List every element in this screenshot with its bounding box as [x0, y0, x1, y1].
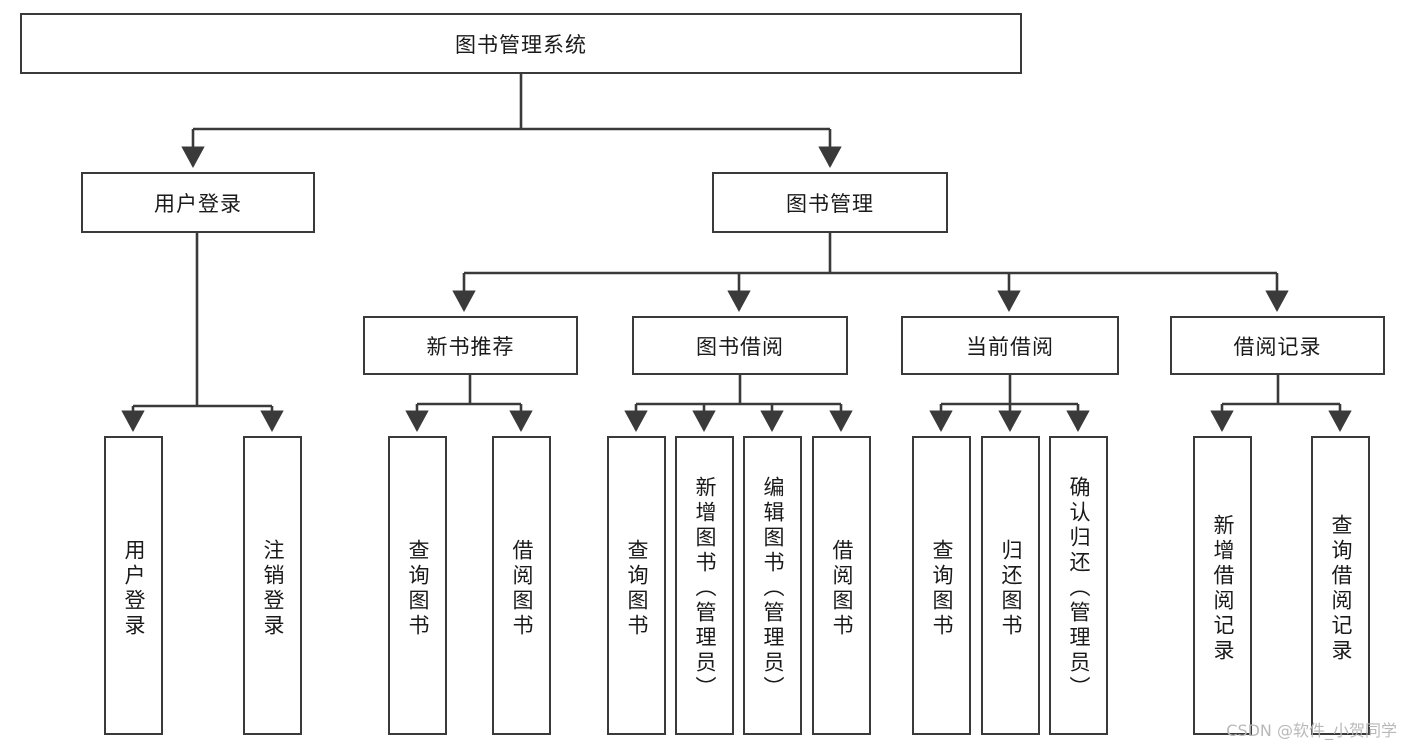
leaf-edit-book[interactable]: 编辑图书（管理员） — [743, 436, 802, 735]
node-current-borrow-label: 当前借阅 — [966, 334, 1054, 359]
node-new-book-recommend-label: 新书推荐 — [426, 334, 515, 359]
leaf-borrow-book-1[interactable]: 借阅图书 — [492, 436, 551, 735]
node-root-label: 图书管理系统 — [455, 32, 587, 57]
node-book-management-label: 图书管理 — [786, 191, 874, 216]
leaf-query-book-1[interactable]: 查询图书 — [388, 436, 447, 735]
leaf-borrow-book-1-label: 借阅图书 — [510, 538, 534, 639]
leaf-logout-label: 注销登录 — [261, 538, 285, 639]
node-user-login-label: 用户登录 — [154, 191, 242, 216]
leaf-add-record[interactable]: 新增借阅记录 — [1193, 436, 1252, 735]
leaf-edit-book-label: 编辑图书（管理员） — [761, 476, 785, 701]
node-user-login[interactable]: 用户登录 — [81, 172, 315, 233]
leaf-logout[interactable]: 注销登录 — [243, 436, 302, 735]
leaf-query-record-label: 查询借阅记录 — [1329, 513, 1353, 664]
node-borrow-record-label: 借阅记录 — [1233, 334, 1322, 359]
node-book-borrow-label: 图书借阅 — [696, 334, 784, 359]
leaf-user-login-label: 用户登录 — [122, 538, 146, 639]
leaf-query-book-1-label: 查询图书 — [406, 538, 430, 639]
leaf-query-book-2[interactable]: 查询图书 — [607, 436, 666, 735]
node-book-management[interactable]: 图书管理 — [712, 172, 948, 233]
leaf-query-book-2-label: 查询图书 — [625, 538, 649, 639]
leaf-add-book-label: 新增图书（管理员） — [693, 476, 717, 701]
leaf-add-book[interactable]: 新增图书（管理员） — [675, 436, 734, 735]
node-new-book-recommend[interactable]: 新书推荐 — [363, 316, 578, 375]
leaf-confirm-return[interactable]: 确认归还（管理员） — [1049, 436, 1108, 735]
leaf-query-book-3-label: 查询图书 — [930, 538, 954, 639]
leaf-query-book-3[interactable]: 查询图书 — [912, 436, 971, 735]
watermark-text: CSDN @软件_小贺同学 — [1226, 721, 1397, 740]
node-book-borrow[interactable]: 图书借阅 — [632, 316, 848, 375]
leaf-confirm-return-label: 确认归还（管理员） — [1067, 476, 1091, 701]
leaf-query-record[interactable]: 查询借阅记录 — [1311, 436, 1370, 735]
node-borrow-record[interactable]: 借阅记录 — [1170, 316, 1385, 375]
leaf-add-record-label: 新增借阅记录 — [1211, 513, 1235, 664]
node-root[interactable]: 图书管理系统 — [20, 13, 1022, 74]
leaf-user-login[interactable]: 用户登录 — [104, 436, 163, 735]
node-current-borrow[interactable]: 当前借阅 — [901, 316, 1119, 375]
leaf-return-book[interactable]: 归还图书 — [981, 436, 1040, 735]
leaf-return-book-label: 归还图书 — [999, 538, 1023, 639]
leaf-borrow-book-2-label: 借阅图书 — [830, 538, 854, 639]
leaf-borrow-book-2[interactable]: 借阅图书 — [812, 436, 871, 735]
